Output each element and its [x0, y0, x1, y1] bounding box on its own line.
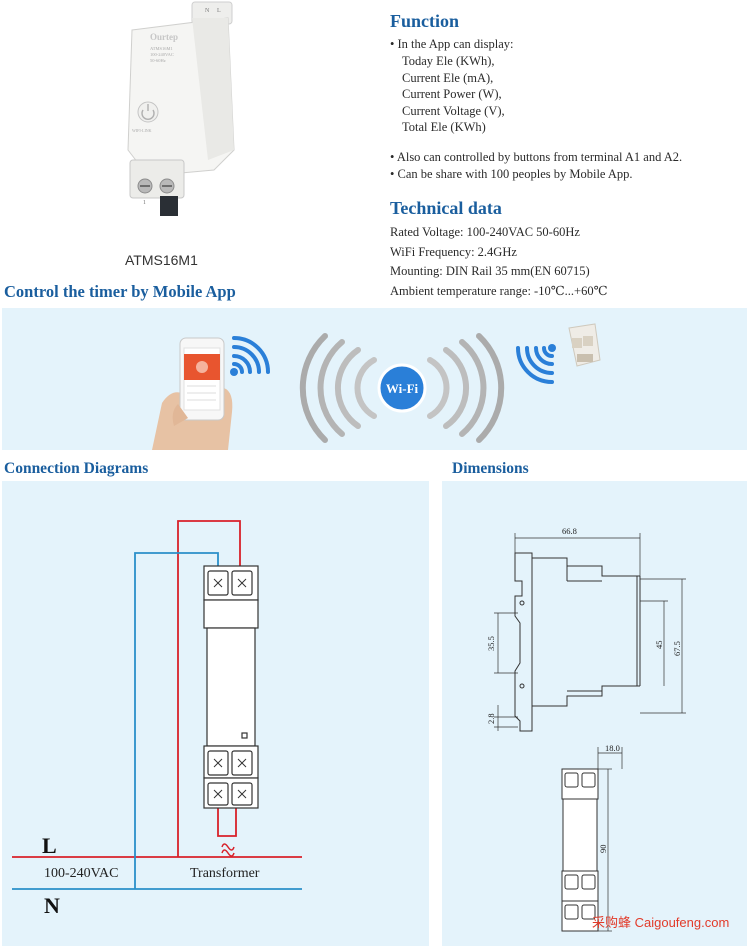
- dim-module-width: 18.0: [605, 743, 620, 753]
- mobile-app-banner: Wi-Fi: [2, 308, 747, 450]
- tech-row: WiFi Frequency: 2.4GHz: [390, 244, 517, 259]
- dim-module-height: 90: [598, 845, 608, 854]
- svg-text:Ourtep: Ourtep: [150, 32, 178, 42]
- dimension-lines: [494, 533, 686, 731]
- svg-text:WIFI-LINK: WIFI-LINK: [132, 128, 152, 133]
- function-display-list: Today Ele (KWh), Current Ele (mA), Curre…: [402, 53, 505, 136]
- phone-wifi-icon: [230, 336, 270, 376]
- neutral-label: N: [44, 893, 60, 918]
- connection-heading: Connection Diagrams: [4, 460, 149, 477]
- function-heading: Function: [390, 11, 460, 31]
- phone-illustration: [152, 337, 233, 450]
- function-intro: • In the App can display:: [390, 37, 514, 51]
- dim-height-outer: 67.5: [672, 641, 682, 656]
- display-item: Today Ele (KWh),: [402, 54, 495, 68]
- watermark: 采购蜂 Caigoufeng.com: [592, 915, 730, 930]
- side-profile-drawing: [514, 552, 641, 732]
- svg-text:N: N: [205, 8, 210, 14]
- technical-heading: Technical data: [390, 198, 502, 218]
- connection-panel: L 100-240VAC Transformer N: [2, 481, 429, 946]
- transformer-label: Transformer: [190, 866, 260, 881]
- dim-rail: 35.5: [486, 636, 496, 651]
- dimensions-panel: 66.8 35.5 45 67.5 2.8 18.0 90: [442, 481, 747, 946]
- device-wifi-icon: [516, 344, 556, 384]
- control-heading: Control the timer by Mobile App: [4, 282, 236, 301]
- wifi-badge-label: Wi-Fi: [386, 381, 419, 396]
- svg-text:50-60Hz: 50-60Hz: [150, 58, 166, 63]
- svg-text:ATMS16M1: ATMS16M1: [150, 46, 173, 51]
- dimensions-heading: Dimensions: [452, 460, 529, 477]
- svg-text:1: 1: [143, 200, 146, 206]
- product-model-label: ATMS16M1: [125, 252, 198, 268]
- tech-row: Ambient temperature range: -10℃...+60℃: [390, 283, 608, 298]
- technical-list: Rated Voltage: 100-240VAC 50-60Hz WiFi F…: [390, 223, 608, 301]
- relay-module: [203, 565, 259, 809]
- line-label: L: [42, 833, 57, 858]
- voltage-label: 100-240VAC: [44, 866, 118, 881]
- display-item: Current Power (W),: [402, 87, 502, 101]
- function-bullet: • Can be share with 100 peoples by Mobil…: [390, 167, 633, 181]
- function-bullet: • Also can controlled by buttons from te…: [390, 150, 683, 164]
- front-module-drawing: [561, 768, 599, 932]
- neutral-wire: [12, 552, 302, 890]
- dim-offset: 2.8: [486, 713, 496, 724]
- transformer-coil: [221, 843, 235, 857]
- product-photo: N L Ourtep ATMS16M1 100-240VAC 50-60Hz W…: [110, 0, 250, 230]
- wifi-radio-waves: [299, 333, 505, 443]
- tech-row: Mounting: DIN Rail 35 mm(EN 60715): [390, 264, 590, 278]
- display-item: Current Ele (mA),: [402, 70, 494, 85]
- tech-row: Rated Voltage: 100-240VAC 50-60Hz: [390, 225, 580, 239]
- svg-text:L: L: [217, 8, 221, 14]
- device-illustration: [568, 323, 601, 367]
- live-wire: [12, 520, 302, 858]
- dim-width: 66.8: [562, 526, 577, 536]
- display-item: Current Voltage (V),: [402, 103, 505, 118]
- svg-text:100-240VAC: 100-240VAC: [150, 52, 174, 57]
- dim-height-inner: 45: [654, 641, 664, 650]
- display-item: Total Ele (KWh): [402, 120, 486, 134]
